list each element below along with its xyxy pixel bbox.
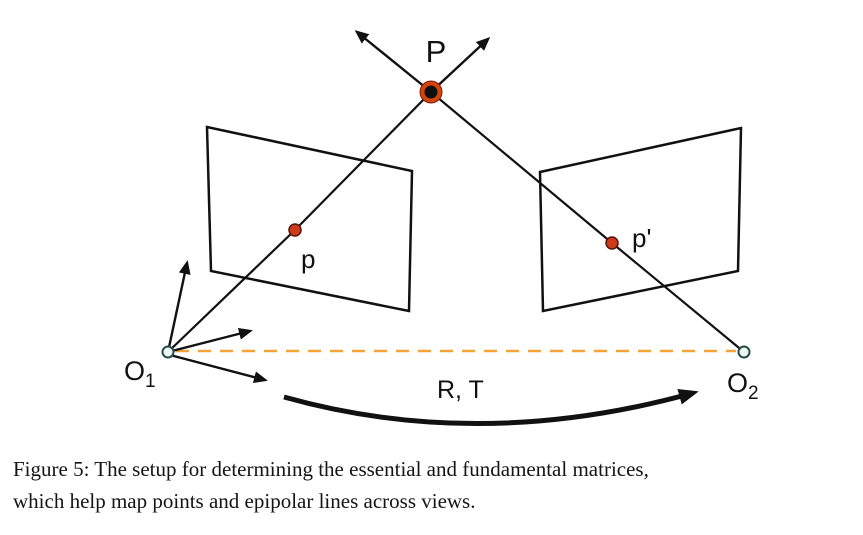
- world-point-P-core: [424, 85, 438, 99]
- image-point-p: [288, 223, 302, 237]
- image-point-p-prime-label: p': [632, 223, 651, 253]
- rt-transform-label: R, T: [437, 376, 484, 404]
- image-point-p-label: p: [301, 244, 315, 274]
- camera-center-o1: [161, 345, 175, 359]
- camera-center-o2: [737, 345, 751, 359]
- o1-axis-arrow-right-down: [169, 353, 268, 384]
- image-point-p-prime: [605, 236, 619, 250]
- figure-caption: Figure 5: The setup for determining the …: [0, 445, 863, 517]
- left-image-plane: [205, 125, 414, 313]
- rt-transform-arrow: [283, 389, 699, 427]
- world-point-P-label: P: [426, 34, 447, 69]
- caption-line-2: which help map points and epipolar lines…: [13, 488, 476, 513]
- camera-o2-label-sub: 2: [748, 383, 759, 404]
- p-axis-arrow-right: [430, 36, 491, 93]
- o1-axis-arrow-right-up: [167, 327, 253, 354]
- right-image-plane: [538, 126, 743, 313]
- camera-o2-label-main: O: [727, 368, 748, 398]
- p-axis-arrow-left: [354, 30, 432, 93]
- epipolar-geometry-diagram: P p p' O1 O2 R, T: [124, 30, 759, 427]
- caption-line-1: Figure 5: The setup for determining the …: [13, 457, 649, 481]
- o1-axis-arrow-up: [166, 260, 191, 353]
- camera-o2-label: O2: [727, 368, 759, 404]
- camera-o1-label-sub: 1: [145, 371, 156, 392]
- camera-o1-label-main: O: [124, 356, 145, 386]
- camera-o1-label: O1: [124, 356, 156, 392]
